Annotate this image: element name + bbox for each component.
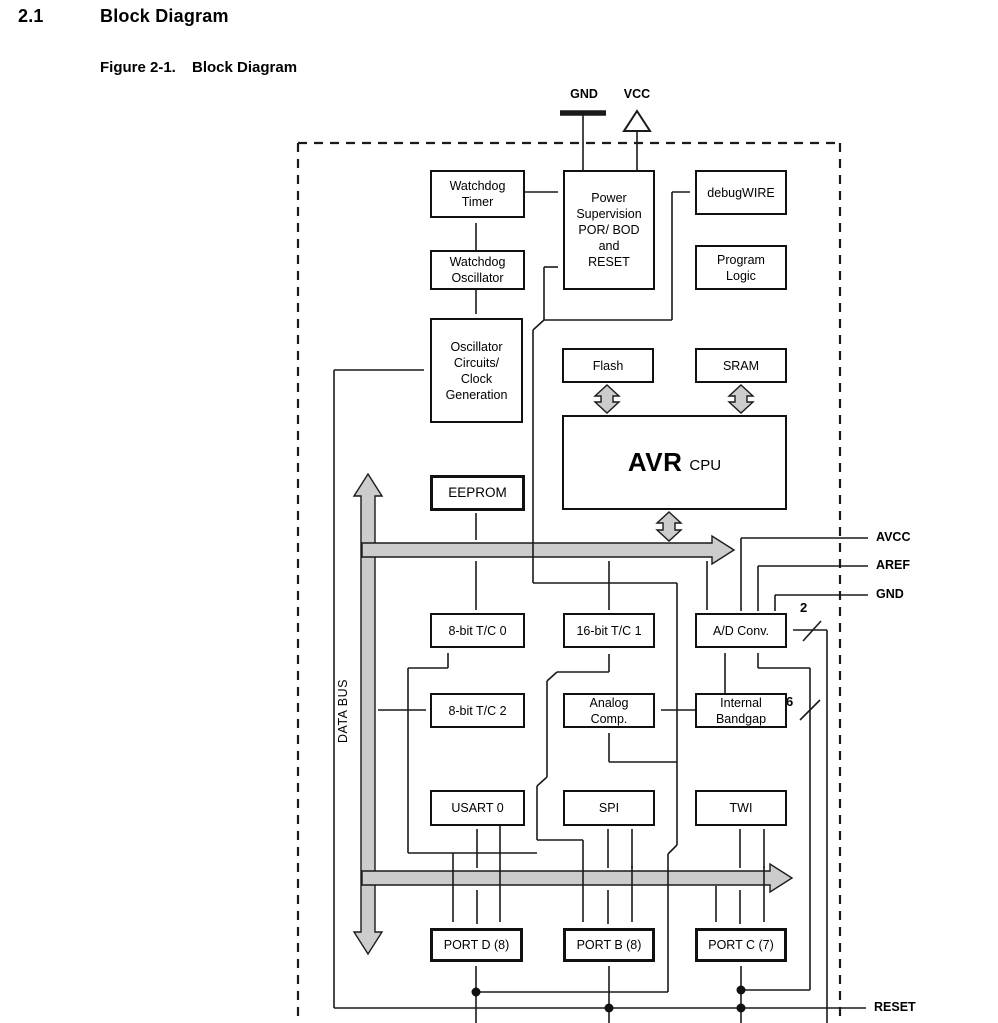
block-debugwire-label: debugWIRE xyxy=(707,185,775,200)
portc-adc-width-label: 6 xyxy=(786,694,794,709)
block-adc-label: A/D Conv. xyxy=(712,623,770,638)
memory-cpu-bus-arrows xyxy=(593,384,755,542)
data-bus-horizontal-upper xyxy=(361,534,736,566)
plain-wires xyxy=(333,115,868,1023)
block-oscillator-circuits: Oscillator Circuits/ Clock Generation xyxy=(430,318,523,423)
block-spi: SPI xyxy=(563,790,655,826)
adc-bus-width-label: 2 xyxy=(800,600,808,615)
pin-label-vcc-top: VCC xyxy=(623,87,651,101)
data-bus-horizontal-lower xyxy=(361,862,794,894)
block-twi-label: TWI xyxy=(729,801,753,815)
block-avr-cpu-suffix: CPU xyxy=(689,456,722,474)
block-portd-label: PORT D (8) xyxy=(443,938,510,952)
vcc-symbol xyxy=(622,109,652,132)
block-flash-label: Flash xyxy=(592,358,624,373)
block-sram: SRAM xyxy=(695,348,787,383)
section-title: Block Diagram xyxy=(100,6,229,26)
block-eeprom-label: EEPROM xyxy=(448,485,507,501)
block-analog-comp-label: Analog Comp. xyxy=(589,695,629,726)
block-spi-label: SPI xyxy=(598,801,620,815)
arrow-wires xyxy=(334,191,827,1023)
block-sram-label: SRAM xyxy=(722,358,760,373)
block-watchdog-timer-label: Watchdog Timer xyxy=(449,179,506,209)
double-arrow-wires xyxy=(378,513,764,924)
block-internal-bandgap: Internal Bandgap xyxy=(695,693,787,728)
figure-label: Figure 2-1. xyxy=(100,59,176,76)
figure-title: Block Diagram xyxy=(192,59,298,76)
block-adc: A/D Conv. xyxy=(695,613,787,648)
block-portc: PORT C (7) xyxy=(695,928,787,962)
block-avr-cpu-name: AVR xyxy=(627,446,683,477)
block-tc2-label: 8-bit T/C 2 xyxy=(448,703,507,718)
pin-label-gnd-right: GND xyxy=(876,587,904,601)
block-tc1: 16-bit T/C 1 xyxy=(563,613,655,648)
block-power-supervision-label: Power Supervision POR/ BOD and RESET xyxy=(576,191,642,269)
data-bus-vertical xyxy=(352,472,384,956)
bus-width-slashes xyxy=(799,620,822,721)
block-eeprom: EEPROM xyxy=(430,475,525,511)
block-portb: PORT B (8) xyxy=(563,928,655,962)
block-tc0-label: 8-bit T/C 0 xyxy=(448,623,507,638)
block-watchdog-oscillator: Watchdog Oscillator xyxy=(430,250,525,290)
block-watchdog-oscillator-label: Watchdog Oscillator xyxy=(449,255,506,285)
pin-label-avcc: AVCC xyxy=(876,530,911,544)
block-portd: PORT D (8) xyxy=(430,928,523,962)
block-tc2: 8-bit T/C 2 xyxy=(430,693,525,728)
block-portc-label: PORT C (7) xyxy=(708,938,774,952)
block-internal-bandgap-label: Internal Bandgap xyxy=(715,695,767,726)
block-tc0: 8-bit T/C 0 xyxy=(430,613,525,648)
block-avr-cpu: AVR CPU xyxy=(562,415,787,510)
pin-label-gnd-top: GND xyxy=(570,87,598,101)
block-twi: TWI xyxy=(695,790,787,826)
chip-boundary-dashed xyxy=(296,141,842,1023)
block-oscillator-circuits-label: Oscillator Circuits/ Clock Generation xyxy=(445,339,508,402)
block-usart0-label: USART 0 xyxy=(451,801,504,815)
block-flash: Flash xyxy=(562,348,654,383)
pin-label-aref: AREF xyxy=(876,558,911,572)
block-tc1-label: 16-bit T/C 1 xyxy=(576,623,642,638)
block-program-logic: Program Logic xyxy=(695,245,787,290)
section-number: 2.1 xyxy=(18,6,44,26)
block-watchdog-timer: Watchdog Timer xyxy=(430,170,525,218)
block-portb-label: PORT B (8) xyxy=(576,938,642,952)
pin-label-reset: RESET xyxy=(874,1000,916,1014)
block-program-logic-label: Program Logic xyxy=(717,252,765,283)
block-usart0: USART 0 xyxy=(430,790,525,826)
junction-dots xyxy=(471,985,746,1013)
block-debugwire: debugWIRE xyxy=(695,170,787,215)
data-bus-label: DATA BUS xyxy=(336,679,350,743)
block-analog-comp: Analog Comp. xyxy=(563,693,655,728)
block-power-supervision: Power Supervision POR/ BOD and RESET xyxy=(563,170,655,290)
